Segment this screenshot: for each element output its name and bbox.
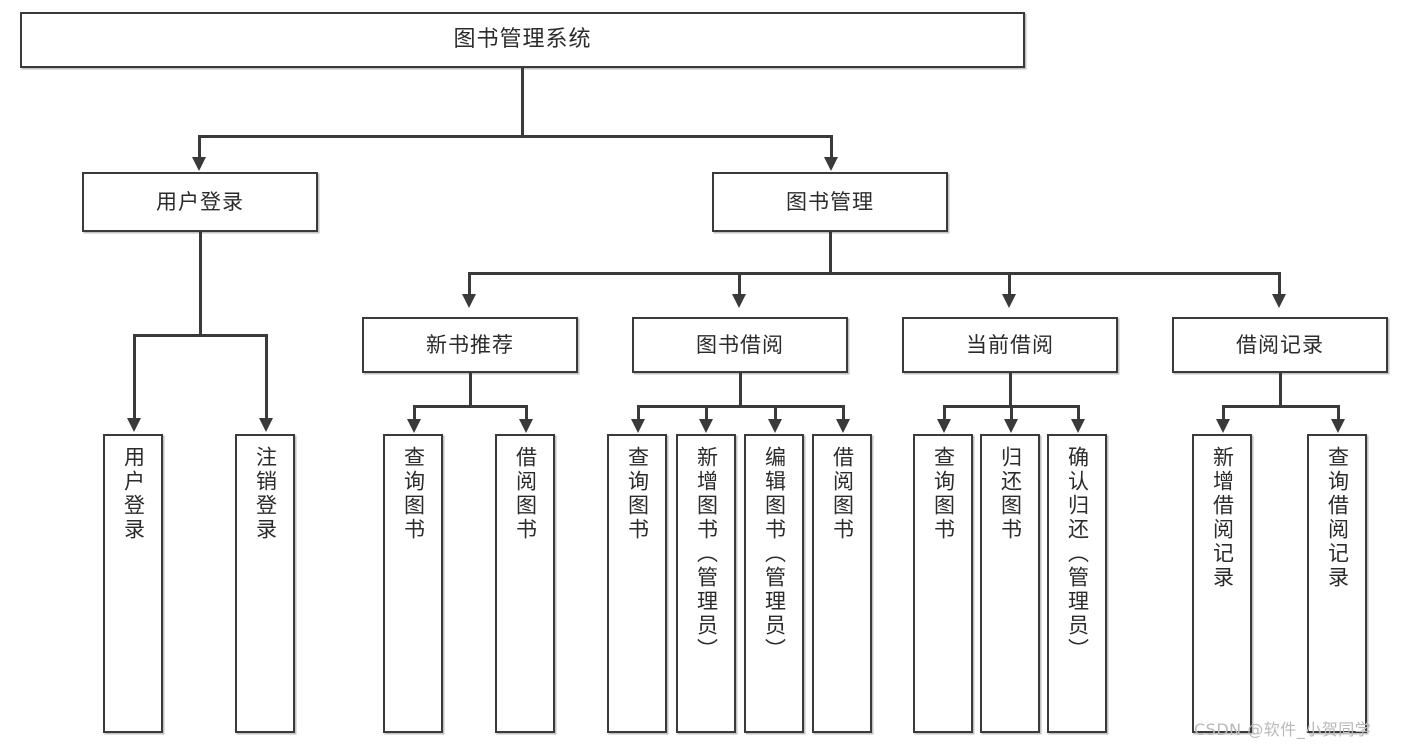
- node-root-system[interactable]: 图书管理系统: [20, 12, 1025, 68]
- node-label: 图书管理: [786, 189, 874, 214]
- connector-book-manage-stem: [829, 232, 832, 274]
- node-label: 新增借阅记录: [1210, 446, 1235, 590]
- node-label: 图书借阅: [696, 332, 784, 357]
- connector-book-borrow-drop-3: [774, 405, 777, 421]
- node-leaf-query-book-1[interactable]: 查询图书: [383, 434, 443, 733]
- node-borrow-record[interactable]: 借阅记录: [1172, 317, 1388, 373]
- connector-current-borrow-drop-3: [1077, 405, 1080, 421]
- connector-new-book-drop-1: [413, 405, 416, 421]
- node-leaf-query-record[interactable]: 查询借阅记录: [1307, 434, 1367, 733]
- arrowhead-book-borrow: [732, 294, 746, 308]
- node-leaf-borrow-book-1[interactable]: 借阅图书: [495, 434, 555, 733]
- connector-borrow-record-drop-1: [1222, 405, 1225, 421]
- arrowhead-current-borrow: [1002, 294, 1016, 308]
- connector-borrow-record-stem: [1279, 373, 1282, 407]
- connector-level3-bus: [468, 272, 1280, 275]
- arrowhead-leaf-confirm-return: [1071, 419, 1085, 433]
- node-label: 图书管理系统: [453, 27, 592, 53]
- node-leaf-query-book-2[interactable]: 查询图书: [607, 434, 667, 733]
- connector-book-borrow-stem: [739, 373, 742, 407]
- connector-book-borrow-drop-1: [637, 405, 640, 421]
- connector-borrow-record-drop-2: [1337, 405, 1340, 421]
- arrowhead-new-book-recommend: [462, 294, 476, 308]
- connector-level3-drop-3: [1008, 272, 1011, 296]
- node-leaf-user-login[interactable]: 用户登录: [103, 434, 163, 733]
- node-leaf-edit-book[interactable]: 编辑图书（管理员）: [744, 434, 804, 733]
- node-leaf-return-book[interactable]: 归还图书: [980, 434, 1040, 733]
- arrowhead-leaf-borrow-book-1: [519, 419, 533, 433]
- connector-user-login-stem: [199, 232, 202, 336]
- watermark-text: CSDN @软件_小贺同学: [1194, 720, 1372, 739]
- connector-book-borrow-drop-2: [705, 405, 708, 421]
- connector-level2-bus: [198, 135, 832, 138]
- node-book-borrow[interactable]: 图书借阅: [632, 317, 848, 373]
- connector-current-borrow-drop-2: [1010, 405, 1013, 421]
- node-label: 借阅记录: [1236, 332, 1324, 357]
- arrowhead-leaf-return-book: [1004, 419, 1018, 433]
- node-leaf-add-book[interactable]: 新增图书（管理员）: [676, 434, 736, 733]
- node-label: 归还图书: [998, 446, 1023, 542]
- arrowhead-leaf-logout: [259, 418, 273, 432]
- arrowhead-leaf-query-record: [1331, 419, 1345, 433]
- node-label: 新增图书（管理员）: [694, 446, 719, 662]
- node-book-manage[interactable]: 图书管理: [712, 172, 948, 232]
- arrowhead-leaf-query-book-3: [937, 419, 951, 433]
- node-label: 新书推荐: [426, 332, 514, 357]
- connector-new-book-bus: [413, 405, 527, 408]
- connector-user-login-bus: [133, 334, 267, 337]
- node-label: 用户登录: [121, 446, 146, 542]
- node-label: 查询图书: [625, 446, 650, 542]
- node-label: 注销登录: [253, 446, 278, 542]
- node-new-book-recommend[interactable]: 新书推荐: [362, 317, 578, 373]
- connector-new-book-stem: [469, 373, 472, 407]
- connector-level2-drop-book: [830, 135, 833, 159]
- arrowhead-book-manage: [824, 157, 838, 171]
- node-label: 借阅图书: [513, 446, 538, 542]
- node-label: 查询图书: [401, 446, 426, 542]
- node-label: 查询图书: [931, 446, 956, 542]
- arrowhead-leaf-add-book: [699, 419, 713, 433]
- arrowhead-leaf-query-book-1: [407, 419, 421, 433]
- node-leaf-add-record[interactable]: 新增借阅记录: [1192, 434, 1252, 733]
- connector-borrow-record-bus: [1222, 405, 1339, 408]
- arrowhead-leaf-query-book-2: [631, 419, 645, 433]
- connector-current-borrow-drop-1: [943, 405, 946, 421]
- node-label: 编辑图书（管理员）: [762, 446, 787, 662]
- connector-book-borrow-drop-4: [842, 405, 845, 421]
- connector-user-login-drop-2: [265, 334, 268, 420]
- connector-level2-drop-user: [198, 135, 201, 159]
- node-leaf-query-book-3[interactable]: 查询图书: [913, 434, 973, 733]
- node-label: 确认归还（管理员）: [1065, 446, 1090, 662]
- arrowhead-user-login: [192, 157, 206, 171]
- connector-level3-drop-4: [1278, 272, 1281, 296]
- node-leaf-confirm-return[interactable]: 确认归还（管理员）: [1047, 434, 1107, 733]
- connector-user-login-drop-1: [133, 334, 136, 420]
- node-label: 用户登录: [156, 189, 244, 214]
- node-label: 当前借阅: [966, 332, 1054, 357]
- connector-current-borrow-stem: [1009, 373, 1012, 407]
- node-user-login[interactable]: 用户登录: [82, 172, 318, 232]
- node-label: 借阅图书: [830, 446, 855, 542]
- connector-level3-drop-2: [738, 272, 741, 296]
- node-label: 查询借阅记录: [1325, 446, 1350, 590]
- arrowhead-leaf-add-record: [1216, 419, 1230, 433]
- connector-new-book-drop-2: [525, 405, 528, 421]
- node-current-borrow[interactable]: 当前借阅: [902, 317, 1118, 373]
- connector-book-borrow-bus: [637, 405, 844, 408]
- arrowhead-leaf-borrow-book-2: [836, 419, 850, 433]
- arrowhead-leaf-user-login: [127, 418, 141, 432]
- node-leaf-logout[interactable]: 注销登录: [235, 434, 295, 733]
- arrowhead-borrow-record: [1272, 294, 1286, 308]
- arrowhead-leaf-edit-book: [768, 419, 782, 433]
- connector-level3-drop-1: [468, 272, 471, 296]
- connector-root-stem: [521, 68, 524, 137]
- node-leaf-borrow-book-2[interactable]: 借阅图书: [812, 434, 872, 733]
